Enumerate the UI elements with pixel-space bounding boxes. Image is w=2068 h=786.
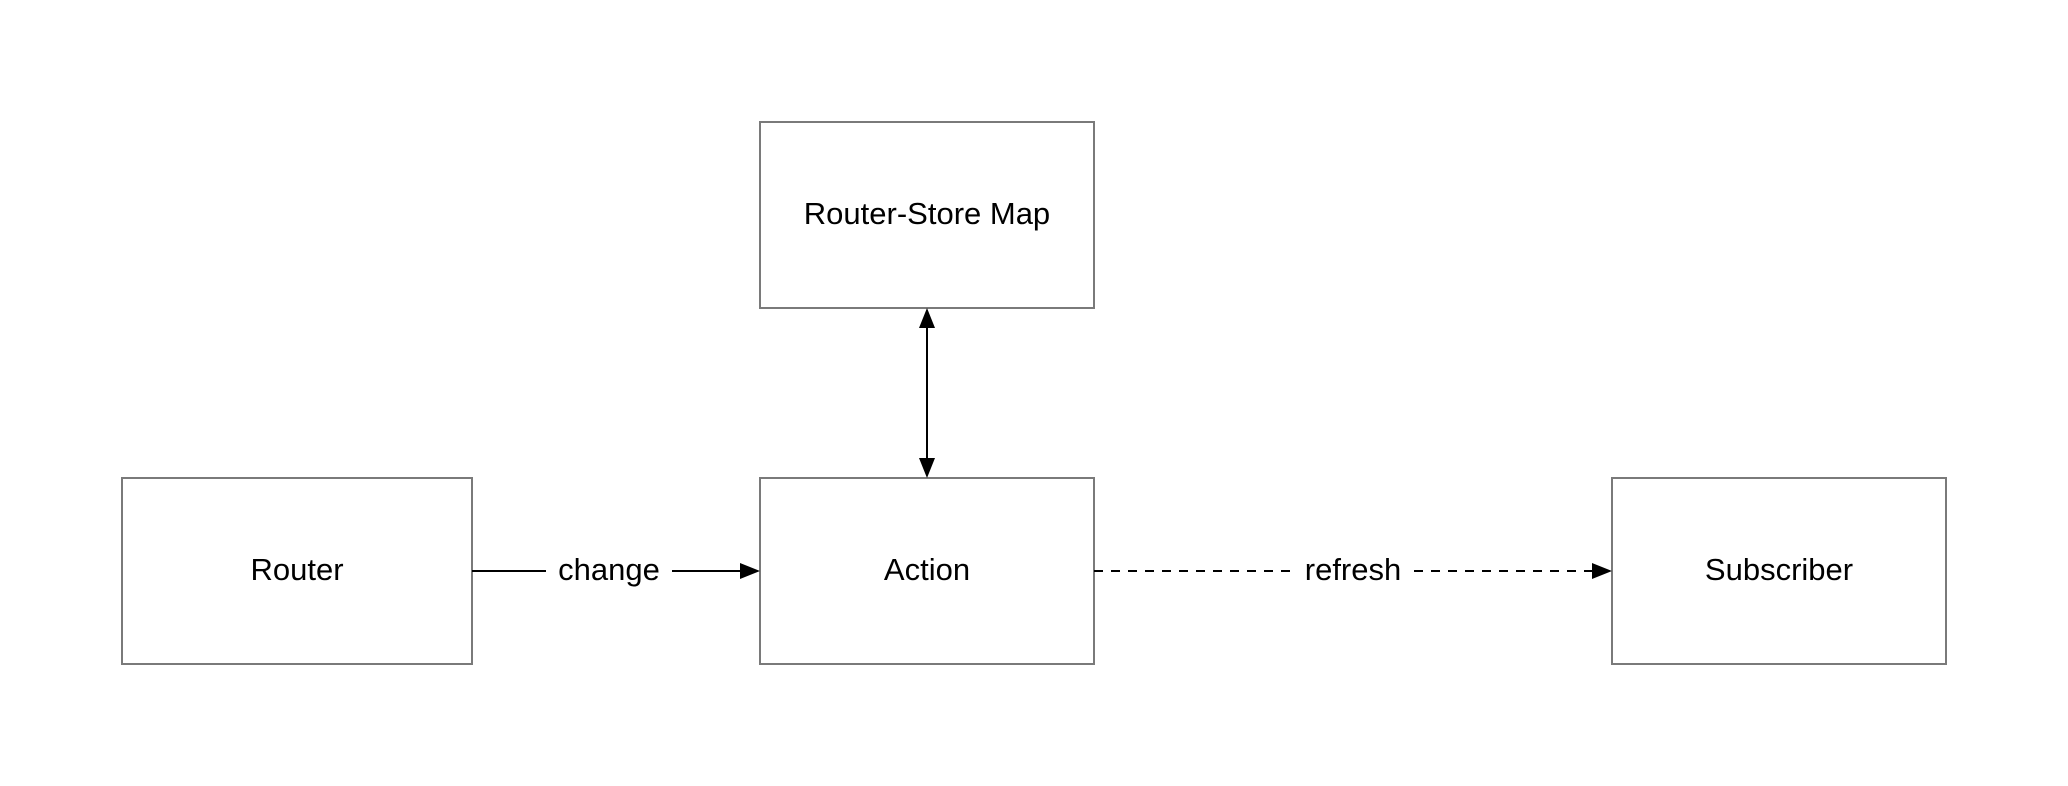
edge-refresh-arrowhead — [1592, 563, 1612, 579]
edge-router-to-action: change — [472, 552, 760, 587]
edge-refresh-label: refresh — [1305, 552, 1401, 587]
node-router: Router — [121, 477, 473, 665]
subscriber-box — [1611, 477, 1947, 665]
edge-action-to-subscriber: refresh — [1094, 552, 1612, 587]
router-store-map-box — [759, 121, 1095, 309]
action-label: Action — [884, 552, 970, 587]
node-subscriber: Subscriber — [1611, 477, 1947, 665]
router-label: Router — [250, 552, 343, 587]
router-box — [121, 477, 473, 665]
edge-action-map-link — [919, 308, 935, 478]
node-router-store-map: Router-Store Map — [759, 121, 1095, 309]
edge-map-arrowhead-up — [919, 308, 935, 328]
router-store-map-label: Router-Store Map — [804, 196, 1050, 231]
edge-change-label: change — [558, 552, 660, 587]
edge-change-arrowhead — [740, 563, 760, 579]
edge-map-arrowhead-down — [919, 458, 935, 478]
subscriber-label: Subscriber — [1705, 552, 1853, 587]
node-action: Action — [759, 477, 1095, 665]
